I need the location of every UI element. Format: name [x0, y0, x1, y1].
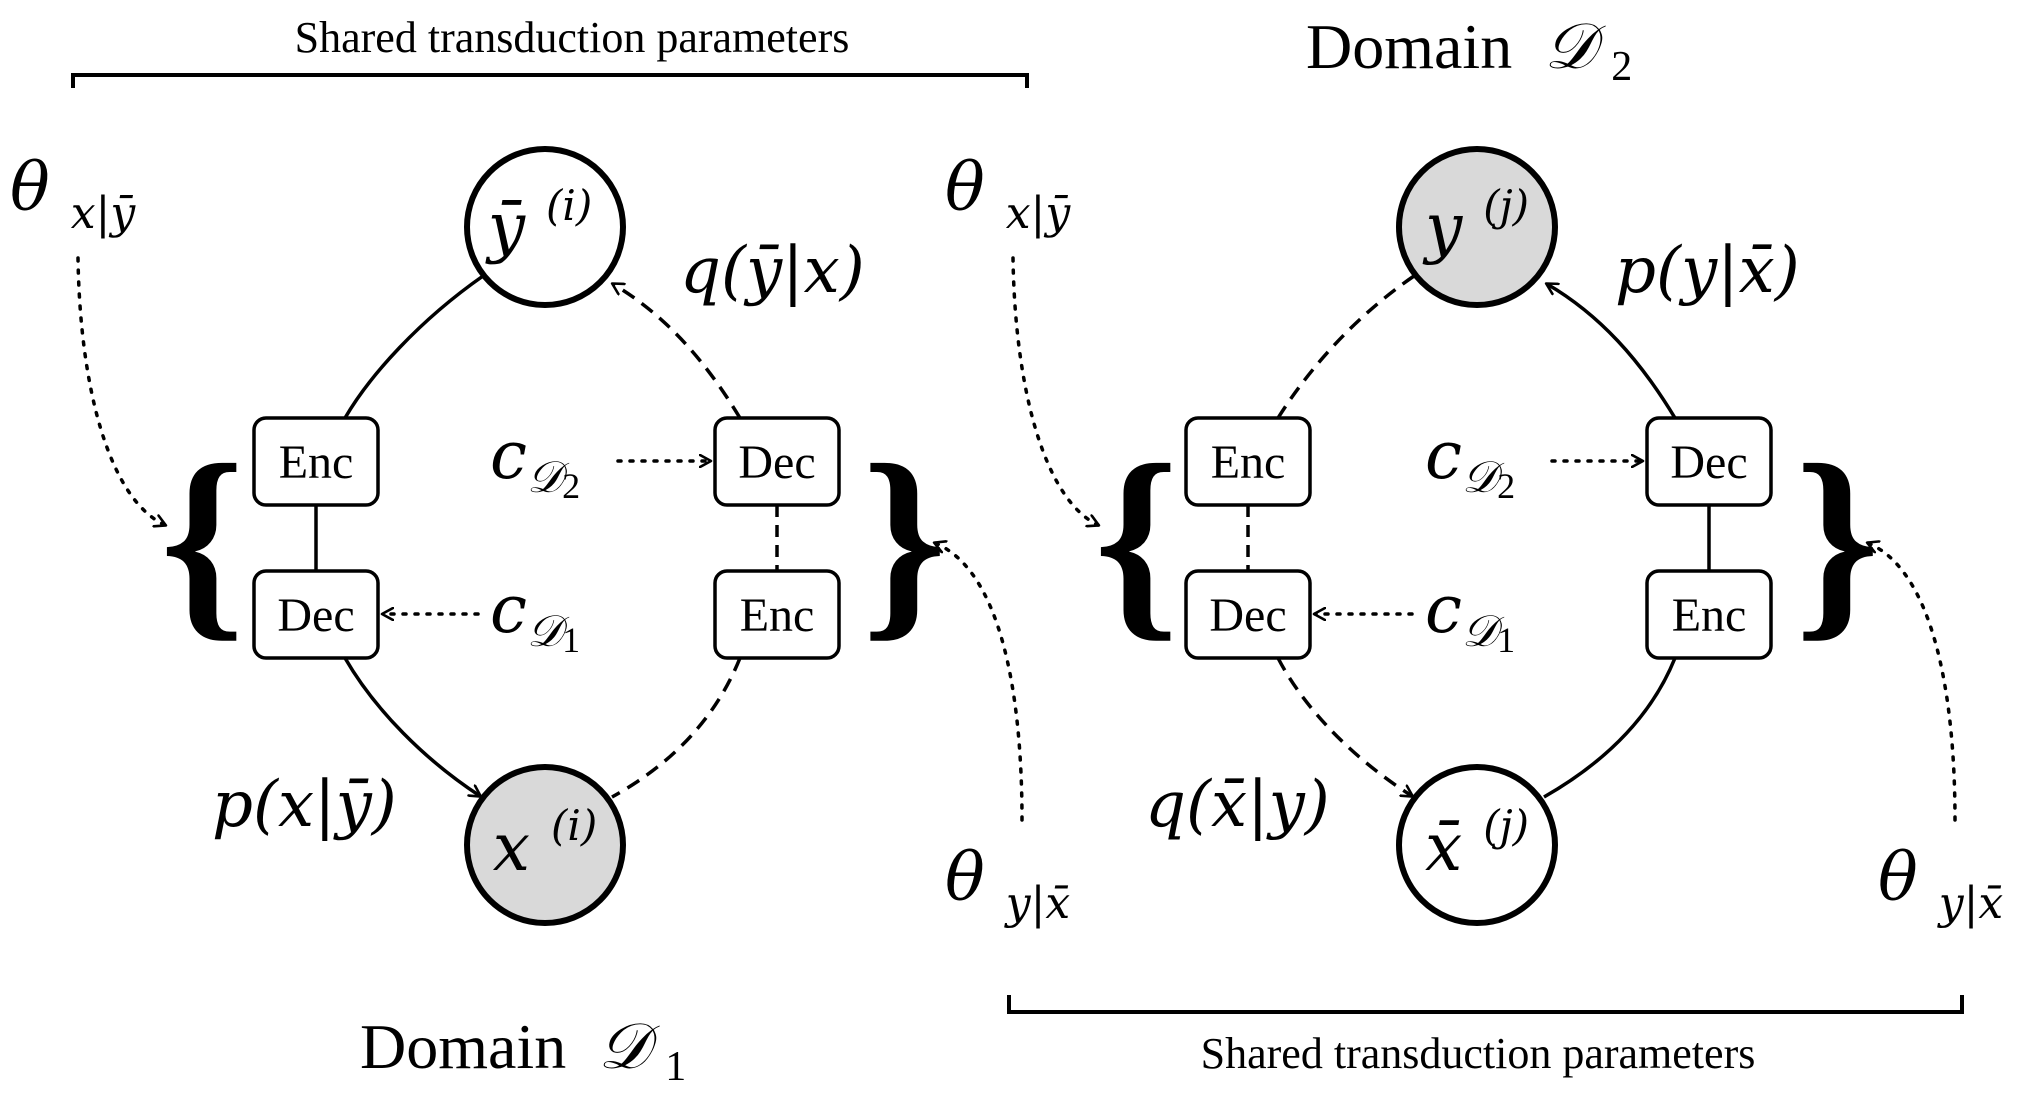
left-edge-dec-xbottom — [343, 657, 480, 796]
top-shared-bracket — [71, 73, 1029, 88]
right-node-bottom-label: x̄ (j) — [1425, 801, 1529, 886]
right-dec-left-label: Dec — [1209, 589, 1286, 642]
domain-1-title: Domain 𝒟 1 — [360, 1011, 686, 1090]
left-label-q: q(ȳ|x) — [680, 234, 865, 308]
left-edge-ytop-enc — [343, 274, 485, 419]
bottom-shared-bracket — [1007, 995, 1964, 1014]
domain-2-sub: 2 — [1611, 44, 1632, 90]
right-theta-top: θ x|ȳ — [945, 149, 1071, 239]
left-node-top — [464, 146, 626, 308]
left-dec-right-label: Dec — [738, 436, 815, 489]
domain-1-symbol: 𝒟 — [598, 1011, 660, 1082]
domain-1-word: Domain — [360, 1011, 566, 1082]
right-edge-ytop-enc — [1276, 274, 1415, 419]
left-edge-enc-xbottom — [611, 657, 742, 799]
right-theta-top-arrow — [1011, 256, 1098, 525]
right-label-q: q(x̄|y) — [1145, 768, 1330, 842]
left-c-bottom: c𝒟1 — [490, 571, 580, 660]
domain-2-word: Domain — [1306, 11, 1512, 82]
left-node-bottom — [464, 764, 626, 926]
left-theta-bottom: θ y|x̄ — [945, 839, 1070, 929]
left-label-p: p(x|ȳ) — [212, 768, 397, 842]
right-panel: θ x|ȳ { Enc Dec Dec Enc } y (j) x̄ (j) — [945, 146, 2003, 929]
right-node-bottom — [1396, 764, 1558, 926]
left-edge-dec-ytop — [613, 284, 742, 419]
left-brace-left: { — [160, 420, 245, 659]
left-theta-bottom-arrow — [935, 543, 1024, 822]
right-edge-dec-xbottom — [1276, 657, 1412, 796]
right-theta-bottom-arrow — [1868, 543, 1957, 822]
left-brace-right: } — [862, 420, 947, 659]
right-edge-enc-xbottom — [1543, 657, 1677, 799]
domain-2-title: Domain 𝒟 2 — [1306, 11, 1632, 90]
left-panel: θ x|ȳ { Enc Dec Dec Enc } ȳ (i) x (i) — [10, 146, 1070, 929]
right-label-p: p(y|x̄) — [1615, 234, 1800, 308]
right-node-top — [1396, 146, 1558, 308]
left-enc-left-label: Enc — [279, 436, 354, 489]
right-node-top-label: y (j) — [1422, 181, 1529, 266]
right-brace-right: } — [1795, 420, 1880, 659]
right-theta-bottom: θ y|x̄ — [1878, 839, 2003, 929]
left-node-bottom-label: x (i) — [493, 801, 597, 886]
right-dec-right-label: Dec — [1670, 436, 1747, 489]
right-brace-left: { — [1094, 420, 1179, 659]
top-bracket-label: Shared transduction parameters — [295, 13, 850, 62]
domain-2-symbol: 𝒟 — [1544, 11, 1606, 82]
left-c-top: c𝒟2 — [490, 417, 580, 506]
right-enc-right-label: Enc — [1672, 589, 1747, 642]
bottom-bracket-label: Shared transduction parameters — [1201, 1029, 1756, 1078]
right-c-bottom: c𝒟1 — [1425, 571, 1515, 660]
left-theta-top: θ x|ȳ — [10, 149, 136, 239]
left-dec-left-label: Dec — [277, 589, 354, 642]
left-theta-top-arrow — [76, 256, 165, 525]
domain-1-sub: 1 — [665, 1044, 686, 1090]
left-enc-right-label: Enc — [740, 589, 815, 642]
right-enc-left-label: Enc — [1211, 436, 1286, 489]
right-c-top: c𝒟2 — [1425, 417, 1515, 506]
right-edge-dec-ytop — [1547, 284, 1677, 419]
left-node-top-label: ȳ (i) — [485, 181, 593, 266]
